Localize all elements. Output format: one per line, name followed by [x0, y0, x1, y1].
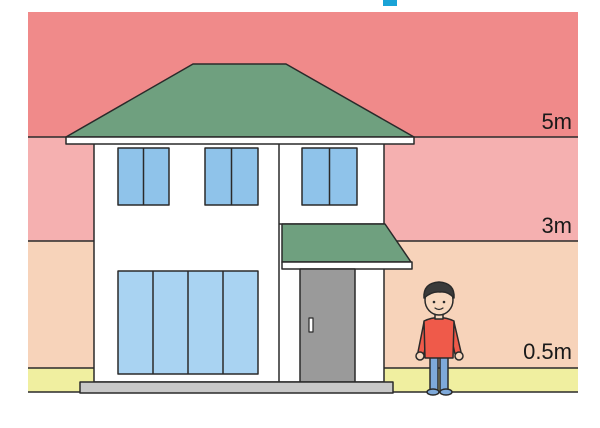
porch-eave: [282, 262, 412, 269]
upper-window-right: [302, 148, 357, 205]
person-shoe-left: [427, 389, 439, 395]
person-hand-left: [416, 352, 424, 360]
upper-window-middle: [205, 148, 258, 205]
person-eye-left: [433, 301, 436, 304]
person-leg-right: [440, 355, 448, 391]
level-label-5m: 5m: [541, 109, 572, 134]
front-door: [300, 269, 355, 382]
level-label-3m: 3m: [541, 213, 572, 238]
title-fragment: [383, 0, 397, 6]
house-icon: [66, 64, 414, 393]
person-eye-right: [443, 301, 446, 304]
upper-window-left: [118, 148, 169, 205]
person-leg-left: [430, 355, 438, 391]
person-shoe-right: [440, 389, 452, 395]
person-shirt: [424, 318, 454, 359]
roof-eave: [66, 137, 414, 144]
door-handle: [309, 318, 313, 332]
house-foundation: [80, 382, 393, 393]
lower-window: [118, 271, 258, 374]
person-hand-right: [455, 352, 463, 360]
level-label-05m: 0.5m: [523, 339, 572, 364]
